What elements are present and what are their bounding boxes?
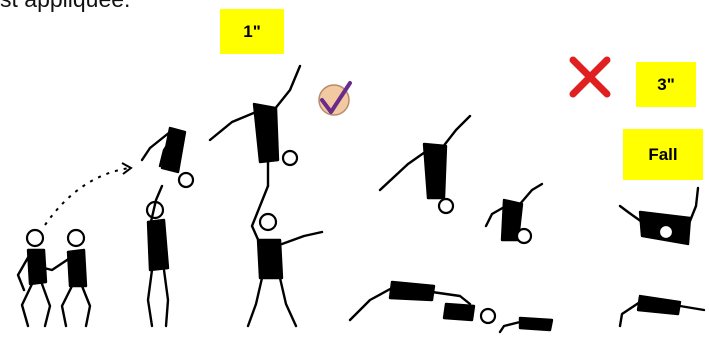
check-badge-icon <box>319 83 350 115</box>
figure-sequence-collapse <box>350 116 552 332</box>
figure-sequence-fall <box>620 188 704 326</box>
red-cross-icon <box>573 60 607 94</box>
throw-trajectory <box>45 168 130 225</box>
figure-pair-preparation <box>18 230 90 326</box>
figure-pair-handstand-success <box>210 66 322 326</box>
figure-pair-lift <box>142 128 193 326</box>
